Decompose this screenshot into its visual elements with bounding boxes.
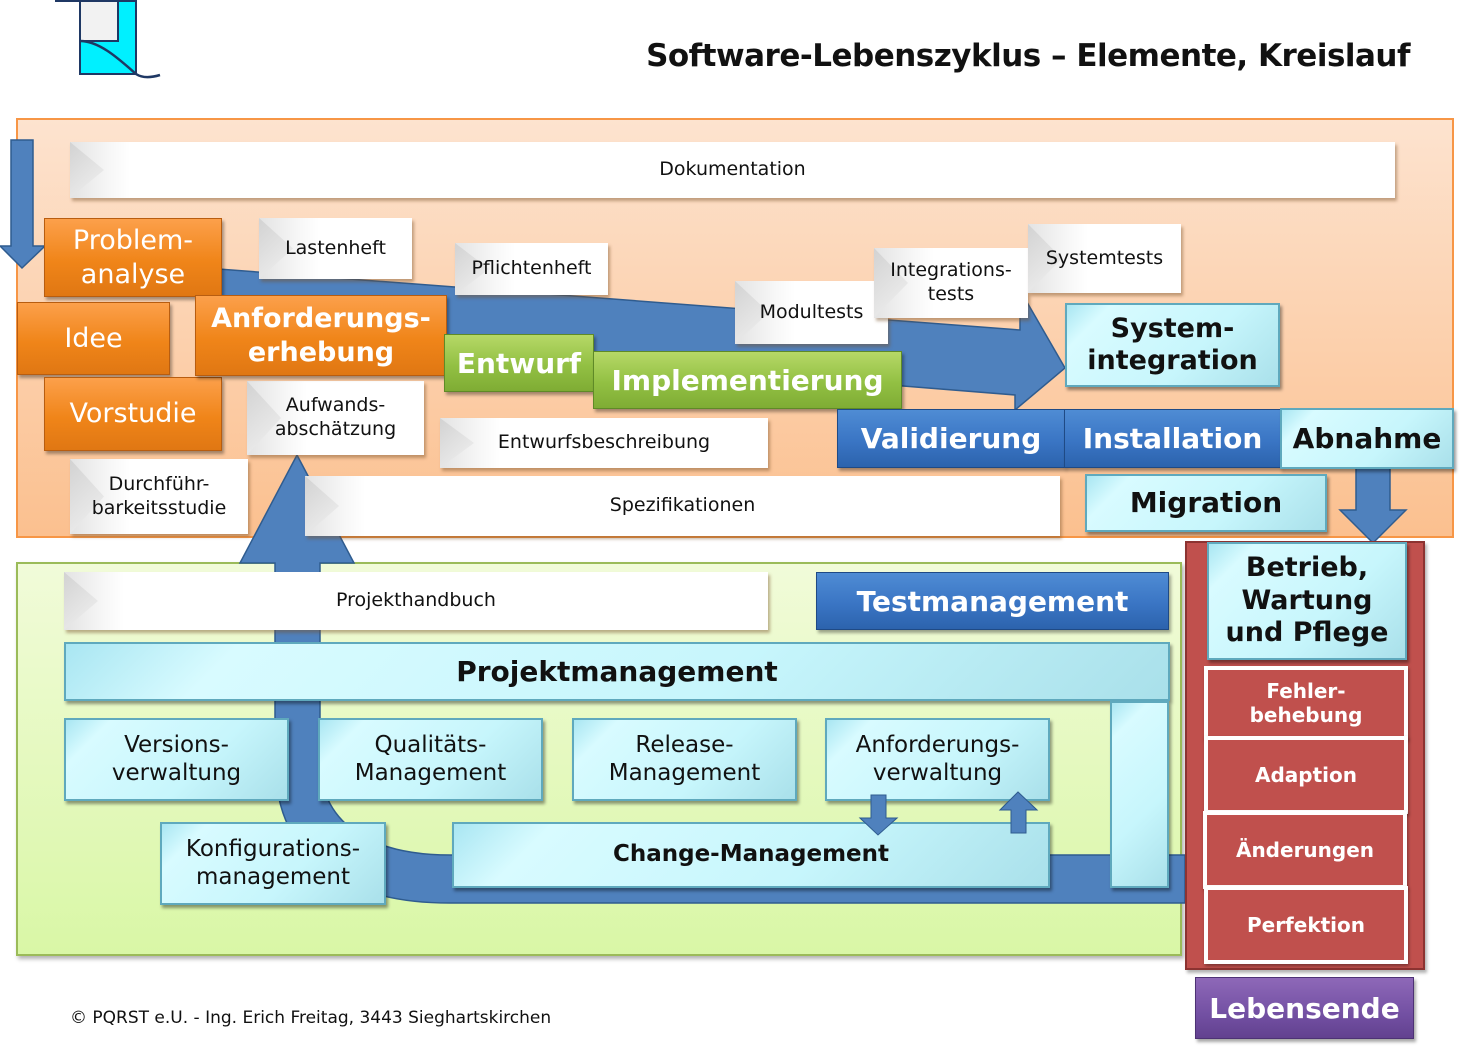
doc-lastenheft: Lastenheft	[259, 218, 412, 279]
betrieb-wartung-pflege-box: Betrieb, Wartung und Pflege	[1207, 542, 1407, 660]
phase-installation: Installation	[1064, 409, 1281, 468]
page-title: Software-Lebenszyklus – Elemente, Kreisl…	[646, 38, 1410, 74]
doc-integrationstests: Integrations- tests	[874, 248, 1028, 318]
testmanagement-box: Testmanagement	[816, 572, 1169, 630]
doc-pflichtenheft: Pflichtenheft	[455, 243, 608, 295]
doc-label: Modultests	[759, 300, 864, 323]
projektmanagement-side-bar	[1110, 701, 1169, 888]
op-item-perfektion: Perfektion	[1204, 886, 1408, 964]
phase-problemanalyse: Problem- analyse	[44, 218, 222, 297]
phase-abnahme: Abnahme	[1280, 408, 1454, 469]
doc-dokumentation: Dokumentation	[70, 142, 1395, 198]
phase-implementierung: Implementierung	[593, 351, 902, 409]
doc-durchfuehrbarkeitsstudie: Durchführ- barkeitsstudie	[70, 459, 248, 534]
copyright-footer: © PQRST e.U. - Ing. Erich Freitag, 3443 …	[70, 1008, 552, 1028]
konfigurationsmanagement-box: Konfigurations- management	[160, 822, 386, 905]
doc-modultests: Modultests	[735, 281, 888, 344]
doc-aufwandsabschaetzung: Aufwands- abschätzung	[247, 381, 424, 455]
doc-label: Systemtests	[1045, 246, 1164, 269]
doc-label: Projekthandbuch	[336, 589, 496, 612]
phase-migration: Migration	[1085, 474, 1327, 532]
doc-entwurfsbeschreibung: Entwurfsbeschreibung	[440, 418, 768, 468]
phase-vorstudie: Vorstudie	[44, 377, 222, 451]
doc-label: Lastenheft	[285, 236, 386, 259]
doc-label: Dokumentation	[659, 158, 806, 181]
qualitaetsmanagement-box: Qualitäts- Management	[318, 718, 543, 801]
phase-systemintegration: System- integration	[1065, 303, 1280, 387]
doc-label: Integrations- tests	[890, 259, 1012, 305]
phase-validierung: Validierung	[837, 409, 1065, 468]
changemanagement-box: Change-Management	[452, 822, 1050, 888]
projektmanagement-box: Projektmanagement	[64, 642, 1170, 701]
doc-label: Durchführ- barkeitsstudie	[91, 472, 227, 519]
doc-label: Aufwands- abschätzung	[274, 394, 397, 440]
phase-anforderungserhebung: Anforderungs- erhebung	[195, 295, 447, 376]
doc-label: Pflichtenheft	[471, 257, 592, 280]
abnahme-down-arrow-icon	[1338, 467, 1408, 545]
doc-projekthandbuch: Projekthandbuch	[64, 572, 768, 630]
op-item-aenderungen: Änderungen	[1203, 811, 1407, 889]
op-item-adaption: Adaption	[1204, 736, 1408, 814]
phase-entwurf: Entwurf	[444, 334, 594, 392]
op-item-fehlerbehebung: Fehler- behebung	[1204, 666, 1408, 740]
doc-systemtests: Systemtests	[1028, 224, 1181, 293]
versionsverwaltung-box: Versions- verwaltung	[64, 718, 289, 801]
releasemanagement-box: Release- Management	[572, 718, 797, 801]
pqrst-logo-icon	[55, 0, 161, 79]
lebensende-box: Lebensende	[1195, 977, 1414, 1039]
entry-arrow-icon	[0, 139, 47, 270]
doc-label: Entwurfsbeschreibung	[497, 431, 711, 454]
anforderungsverwaltung-box: Anforderungs- verwaltung	[825, 718, 1050, 801]
doc-spezifikationen: Spezifikationen	[305, 476, 1060, 536]
doc-label: Spezifikationen	[609, 494, 756, 517]
phase-idee: Idee	[17, 302, 170, 375]
